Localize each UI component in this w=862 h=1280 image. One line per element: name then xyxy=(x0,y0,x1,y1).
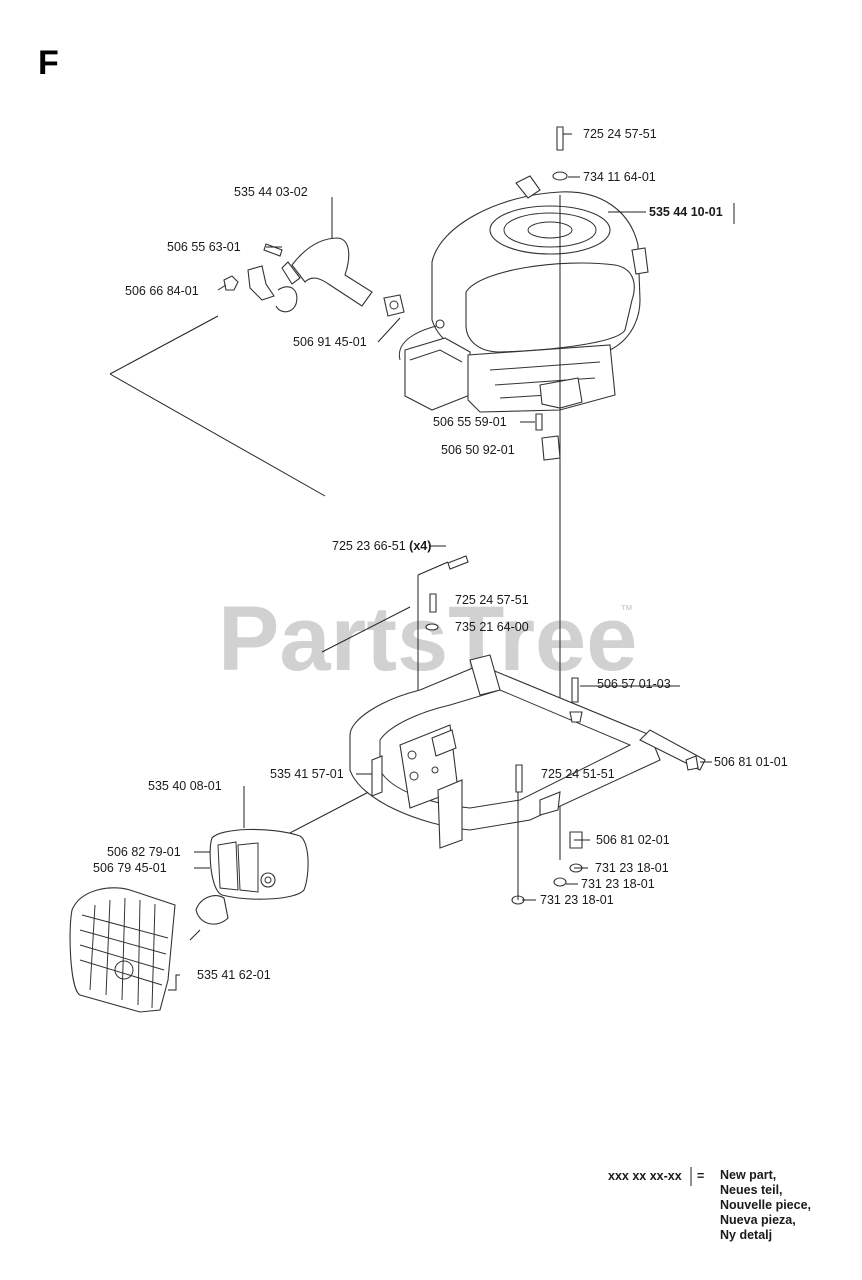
legend-line: Neues teil, xyxy=(720,1183,783,1197)
legend-equals: = xyxy=(697,1169,704,1183)
legend: xxx xx xx-xx = New part, Neues teil, Nou… xyxy=(608,1167,811,1242)
muffler-assembly xyxy=(189,828,309,941)
legend-line: Nouvelle piece, xyxy=(720,1198,811,1212)
part-label: 506 79 45-01 xyxy=(93,861,167,875)
part-labels: 725 24 57-51 734 11 64-01 535 44 10-01 5… xyxy=(93,127,788,982)
part-label: 535 44 03-02 xyxy=(234,185,308,199)
bolt xyxy=(447,555,469,570)
section-letter: F xyxy=(38,44,59,82)
part-label: 506 81 01-01 xyxy=(714,755,788,769)
exploded-view-line xyxy=(109,373,326,497)
part-label: 506 57 01-03 xyxy=(597,677,671,691)
top-washer xyxy=(552,171,568,181)
nut xyxy=(569,711,583,723)
dowel-pin xyxy=(535,413,543,431)
nut xyxy=(553,877,567,887)
part-label: 506 82 79-01 xyxy=(107,845,181,859)
leader-lines xyxy=(168,133,712,991)
part-label: 731 23 18-01 xyxy=(581,877,655,891)
part-label: 734 11 64-01 xyxy=(583,170,656,184)
muffler-guard xyxy=(69,887,176,1013)
part-label: 506 81 02-01 xyxy=(596,833,670,847)
legend-line: Ny detalj xyxy=(720,1228,772,1242)
part-label: 535 41 57-01 xyxy=(270,767,344,781)
engine-assembly xyxy=(398,175,649,860)
part-label: 731 23 18-01 xyxy=(540,893,614,907)
top-bolt xyxy=(556,126,564,151)
engine-frame xyxy=(349,654,706,849)
part-label: 731 23 18-01 xyxy=(595,861,669,875)
part-label-new: 535 44 10-01 xyxy=(649,205,723,219)
bolt xyxy=(429,593,437,613)
exhaust-pipe xyxy=(223,237,405,317)
legend-line: New part, xyxy=(720,1168,776,1182)
part-label: 725 23 66-51 (x4) xyxy=(332,539,431,553)
part-label: 506 55 59-01 xyxy=(433,415,507,429)
part-label: 735 21 64-00 xyxy=(455,620,529,634)
part-label: 506 55 63-01 xyxy=(167,240,241,254)
part-label: 725 24 57-51 xyxy=(583,127,657,141)
bolt xyxy=(515,764,523,793)
part-label: 535 40 08-01 xyxy=(148,779,222,793)
part-label: 506 66 84-01 xyxy=(125,284,199,298)
spacer xyxy=(541,435,561,461)
part-label: 506 91 45-01 xyxy=(293,335,367,349)
exploded-view-line xyxy=(417,561,449,576)
part-label: 725 24 51-51 xyxy=(541,767,615,781)
watermark: PartsTree xyxy=(218,588,637,690)
watermark-trademark: ™ xyxy=(620,602,633,617)
part-label: 725 24 57-51 xyxy=(455,593,529,607)
bolt xyxy=(571,677,579,703)
part-label: 535 41 62-01 xyxy=(197,968,271,982)
exploded-view-line xyxy=(321,606,411,653)
exploded-view-line xyxy=(109,315,219,375)
legend-code: xxx xx xx-xx xyxy=(608,1169,682,1183)
bolt-end xyxy=(685,755,699,771)
part-label: 506 50 92-01 xyxy=(441,443,515,457)
washer xyxy=(425,623,439,631)
legend-line: Nueva pieza, xyxy=(720,1213,796,1227)
